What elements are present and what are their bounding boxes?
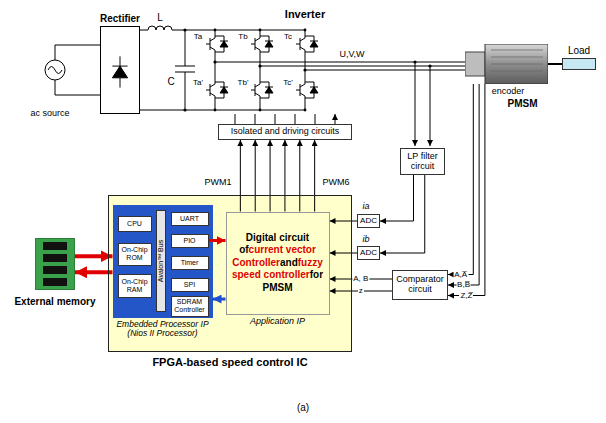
adc-box: ADC bbox=[357, 214, 380, 228]
chip-symbol bbox=[35, 238, 75, 290]
box-label: CPU bbox=[127, 220, 142, 228]
signal-label: Tc bbox=[284, 33, 292, 41]
connector bbox=[380, 175, 414, 221]
connector bbox=[75, 254, 113, 258]
fpga-chip: FPGA-based speed control ICEmbedded Proc… bbox=[108, 195, 352, 352]
inverter-leg bbox=[296, 29, 465, 112]
connector bbox=[448, 84, 473, 275]
load-box: Load bbox=[562, 58, 596, 70]
signal-label: Ta bbox=[194, 33, 202, 41]
adc-box: ADC bbox=[357, 246, 380, 260]
box-label: Avalon™ Bus bbox=[157, 239, 165, 281]
signal-label: C bbox=[167, 77, 174, 87]
sdram-box: SDRAM Controller bbox=[171, 296, 209, 317]
signal-label: ia bbox=[362, 202, 369, 211]
box-label: PIO bbox=[183, 237, 195, 245]
signal-label: ac source bbox=[30, 109, 69, 118]
memory-chip: External memory bbox=[35, 238, 75, 290]
motor-symbol bbox=[465, 44, 548, 84]
filter-box: LP filter circuit bbox=[400, 148, 445, 175]
connector bbox=[448, 84, 485, 296]
box-label: UART bbox=[180, 215, 199, 223]
box-label: LP filter circuit bbox=[403, 152, 442, 172]
power-wires bbox=[45, 26, 430, 146]
controller-text: and bbox=[280, 257, 298, 268]
signal-label: Tb bbox=[238, 33, 247, 41]
box-label: On-Chip ROM bbox=[121, 246, 149, 261]
box-label: Isolated and driving circuits bbox=[231, 127, 340, 137]
signal-label: A, B bbox=[352, 275, 369, 283]
connector bbox=[270, 140, 271, 212]
timer-box: Timer bbox=[171, 256, 209, 270]
signal-label: PWM6 bbox=[323, 178, 350, 187]
signal-label: Tc' bbox=[283, 79, 293, 87]
connector bbox=[75, 270, 113, 274]
processor-panel: Embedded Processor IP (Nios II Processor… bbox=[113, 205, 213, 318]
bus-bar: Avalon™ Bus bbox=[156, 210, 166, 312]
rectifier-box: Rectifier bbox=[100, 26, 140, 114]
box-label: Comparator circuit bbox=[395, 275, 445, 295]
fpga-ground bbox=[108, 195, 352, 352]
ram-box: On-Chip RAM bbox=[118, 274, 152, 298]
connector bbox=[255, 140, 256, 212]
box-label: ADC bbox=[360, 217, 377, 226]
box-label: ADC bbox=[360, 249, 377, 258]
box-label: On-Chip RAM bbox=[121, 278, 149, 293]
box-label: SPI bbox=[184, 281, 195, 289]
box-label: Timer bbox=[181, 259, 199, 267]
driver-box: Isolated and driving circuits bbox=[218, 124, 352, 140]
connector bbox=[380, 175, 425, 253]
node-heading: Load bbox=[568, 45, 590, 56]
node-heading: PMSM bbox=[508, 98, 538, 109]
uart-box: UART bbox=[171, 212, 209, 226]
node-heading: Embedded Processor IP (Nios II Processor… bbox=[111, 320, 215, 339]
connector bbox=[330, 253, 358, 254]
connector bbox=[209, 239, 226, 242]
signal-label: Z,Z̅ bbox=[459, 292, 473, 300]
comparator-box: Comparator circuit bbox=[392, 270, 448, 300]
signal-label: encoder bbox=[492, 87, 525, 96]
rom-box: On-Chip ROM bbox=[118, 243, 152, 266]
node-heading: FPGA-based speed control IC bbox=[152, 356, 307, 368]
inverter-leg bbox=[206, 29, 465, 112]
connector bbox=[299, 140, 300, 212]
inverter-leg bbox=[251, 29, 465, 112]
node-heading: Rectifier bbox=[100, 13, 140, 24]
cpu-box: CPU bbox=[118, 216, 152, 232]
connector bbox=[314, 140, 315, 212]
signal-label: Ta' bbox=[193, 79, 203, 87]
connector bbox=[548, 63, 562, 65]
signal-label: Inverter bbox=[285, 9, 325, 20]
signal-label: A,A̅ bbox=[453, 271, 468, 279]
signal-label: z bbox=[358, 287, 364, 295]
node-heading: Application IP bbox=[250, 317, 305, 327]
signal-label: U,V,W bbox=[339, 50, 364, 59]
processor-ground bbox=[113, 205, 213, 318]
node-heading: External memory bbox=[14, 296, 95, 307]
pio-box: PIO bbox=[171, 234, 209, 248]
application-box: Digital circuit ofcurrent vector Control… bbox=[226, 212, 330, 315]
motor: PMSM bbox=[465, 44, 548, 84]
figure-caption: (a) bbox=[297, 403, 309, 413]
connector bbox=[240, 140, 241, 212]
connector bbox=[330, 221, 358, 222]
signal-label: Tb' bbox=[238, 79, 249, 87]
signal-label: B,B̅ bbox=[456, 281, 471, 289]
spi-box: SPI bbox=[171, 278, 209, 292]
signal-label: L bbox=[157, 13, 163, 23]
connector bbox=[284, 140, 285, 212]
connector bbox=[448, 84, 479, 285]
box-label: SDRAM Controller bbox=[174, 298, 206, 313]
connector bbox=[213, 298, 226, 301]
signal-label: ib bbox=[362, 235, 369, 244]
signal-label: PWM1 bbox=[205, 178, 232, 187]
diode-symbol bbox=[101, 27, 139, 113]
